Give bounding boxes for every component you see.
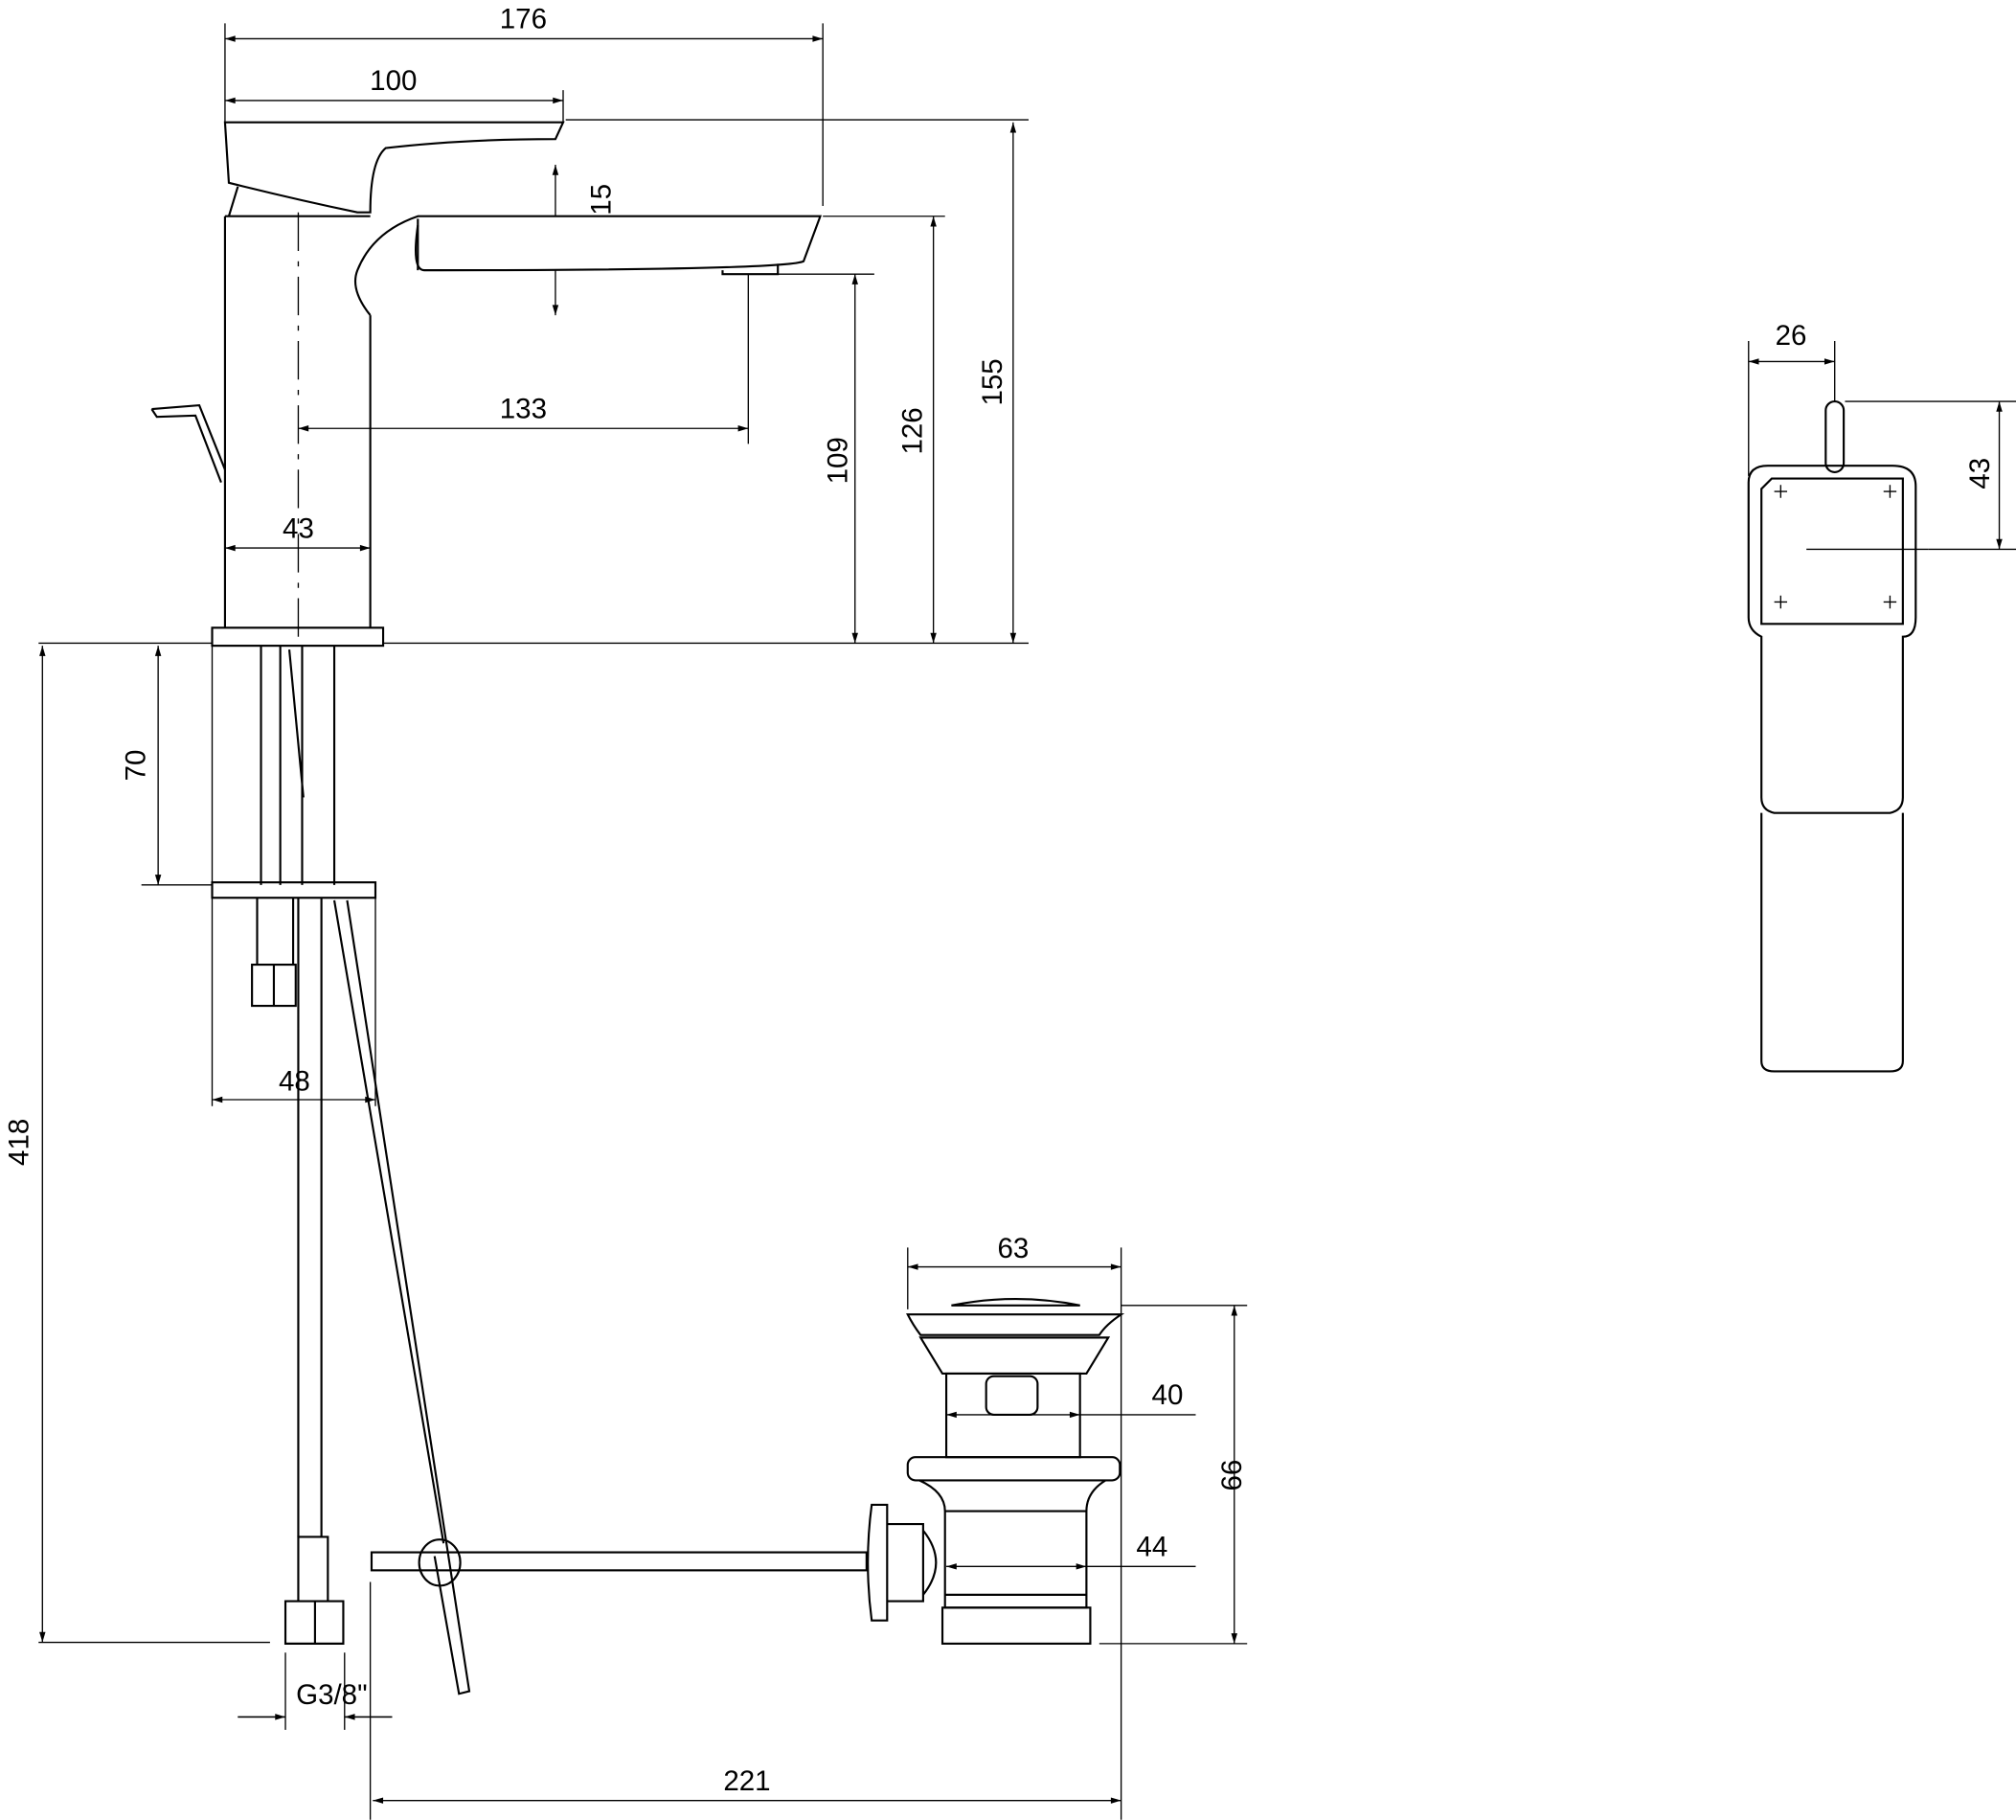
dim-48: 48	[279, 1066, 310, 1098]
dim-155: 155	[977, 358, 1008, 405]
dimension-labels: 176 100 15 133 43 109 126 155 70 48 418 …	[4, 4, 1996, 1797]
dim-43-base: 43	[283, 512, 314, 544]
dim-109: 109	[823, 437, 854, 484]
faucet-top-view	[1747, 399, 1929, 1073]
dim-126: 126	[897, 407, 929, 454]
dim-43-lever: 43	[1964, 458, 1996, 489]
dim-418: 418	[4, 1119, 35, 1166]
dimension-lines	[38, 23, 2016, 1820]
faucet-side-view	[150, 121, 868, 1695]
dim-44: 44	[1136, 1532, 1167, 1563]
dim-133: 133	[500, 394, 547, 425]
dim-100: 100	[370, 65, 417, 97]
dim-221: 221	[723, 1765, 770, 1797]
dim-176: 176	[500, 4, 547, 35]
dim-99: 99	[1214, 1460, 1246, 1491]
dim-15: 15	[586, 184, 618, 216]
dim-26: 26	[1776, 320, 1807, 352]
dim-63: 63	[997, 1233, 1029, 1264]
drain-waste	[867, 1298, 1125, 1645]
dim-70: 70	[121, 750, 152, 782]
dim-thread: G3/8"	[296, 1679, 367, 1711]
dim-40: 40	[1152, 1379, 1184, 1411]
